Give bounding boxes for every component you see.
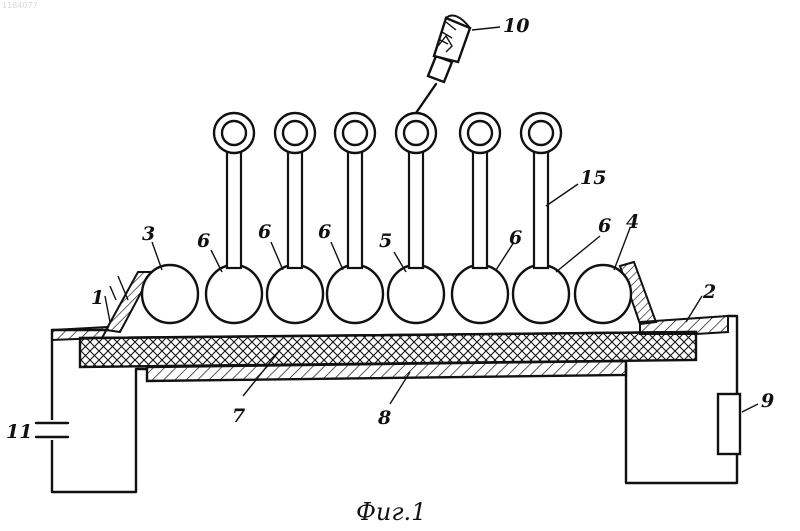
- label-1: 1: [91, 287, 104, 309]
- left-contact-mark-2: [110, 286, 116, 300]
- resistor: [718, 394, 740, 454]
- label-15: 15: [580, 167, 606, 189]
- left-contact-mark: [118, 276, 128, 300]
- label-4: 4: [626, 211, 639, 233]
- label-10: 10: [503, 15, 529, 37]
- ball-4: [575, 265, 631, 323]
- holder-4: [396, 113, 436, 268]
- holder-3: [335, 113, 375, 268]
- label-6a: 6: [197, 230, 210, 252]
- label-7: 7: [232, 405, 245, 427]
- ball-3: [142, 265, 198, 323]
- label-6b: 6: [258, 221, 271, 243]
- label-9: 9: [761, 390, 774, 412]
- ball-6c: [327, 265, 383, 323]
- holder-1: [214, 113, 254, 268]
- label-6e: 6: [598, 215, 611, 237]
- watermark-text: 1184077: [2, 1, 38, 10]
- figure-caption: Фиг.1: [356, 498, 426, 526]
- tool: [416, 16, 470, 113]
- label-6c: 6: [318, 221, 331, 243]
- holder-2: [275, 113, 315, 268]
- capacitor: [36, 420, 68, 440]
- carrier-base: [52, 327, 108, 340]
- ball-6b: [267, 265, 323, 323]
- ball-6e: [513, 265, 569, 323]
- holder-5: [460, 113, 500, 268]
- label-5: 5: [379, 230, 392, 252]
- label-2: 2: [702, 281, 716, 303]
- label-6d: 6: [509, 227, 522, 249]
- label-3: 3: [142, 223, 155, 245]
- ball-5: [388, 265, 444, 323]
- label-8: 8: [377, 407, 391, 429]
- ball-6a: [206, 265, 262, 323]
- label-11: 11: [6, 421, 32, 443]
- balls-row: [142, 265, 631, 323]
- ball-6d: [452, 265, 508, 323]
- holder-6: [521, 113, 561, 268]
